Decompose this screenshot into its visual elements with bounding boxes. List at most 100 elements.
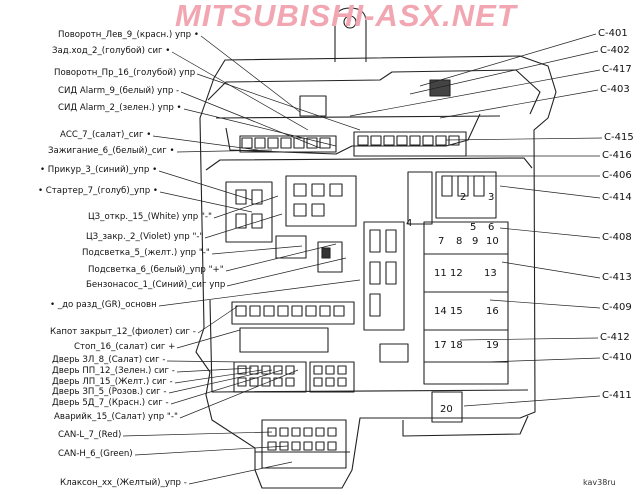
wire-leader-line (188, 461, 293, 485)
fuse-number: 9 (472, 236, 479, 247)
wire-label: • _до разд_(GR)_основн (50, 300, 157, 310)
connector-c410 (309, 361, 355, 393)
relay-mid (285, 175, 357, 227)
connector-label: C-413 (602, 272, 632, 283)
wire-label: СИД Alarm_9_(белый) упр - (58, 86, 180, 96)
credit-text: kav38ru (583, 478, 616, 487)
connector-label: C-415 (604, 132, 634, 143)
wire-label: CAN-H_6_(Green) (58, 449, 133, 459)
fuse-number: 17 (434, 340, 447, 351)
fuse-number: 3 (488, 192, 495, 203)
wire-leader-line (197, 305, 239, 334)
connector-leader-line (459, 337, 599, 341)
wire-label: Дверь 5Д_7_(Красн.) сиг - (52, 398, 169, 408)
connector-label: C-401 (598, 28, 628, 39)
wire-label: Дверь ЗЛ_8_(Салат) сиг - (52, 355, 166, 365)
wire-label: Стоп_16_(салат) сиг + (74, 342, 176, 352)
fuse-number: 13 (484, 268, 497, 279)
mounting-hole (343, 15, 357, 29)
wire-leader-line (122, 431, 273, 437)
wire-label: Дверь ПП_12_(Зелен.) сиг - (52, 366, 175, 376)
wire-leader-line (171, 51, 309, 131)
wire-leader-line (174, 369, 263, 384)
wire-leader-line (170, 369, 283, 405)
wire-leader-line (179, 369, 299, 419)
connector-label: C-406 (602, 170, 632, 181)
fuse-number: 4 (406, 218, 413, 229)
wire-leader-line (176, 367, 253, 373)
wire-leader-line (158, 279, 361, 307)
watermark: MITSUBISHI-ASX.NET (175, 0, 517, 33)
wire-leader-line (183, 108, 337, 147)
relay-4 (407, 171, 433, 225)
connector-label: C-409 (602, 302, 632, 313)
wire-leader-line (213, 195, 279, 219)
wire-label: Подсветка_5_(желт.) упр "-" (82, 248, 210, 258)
wire-leader-line (134, 445, 289, 456)
connector-leader-line (409, 50, 599, 95)
connector-leader-line (499, 227, 601, 239)
connector-label: C-402 (600, 45, 630, 56)
connector-leader-line (445, 137, 603, 141)
wire-label: Клаксон_хх_(Желтый)_упр - (60, 478, 187, 488)
wire-leader-line (168, 369, 273, 394)
wire-leader-line (159, 191, 253, 213)
relay-20 (431, 391, 463, 423)
fuse-number: 16 (486, 306, 499, 317)
wire-leader-line (158, 170, 253, 201)
wire-leader-line (196, 73, 361, 131)
connector-label: C-417 (602, 64, 632, 75)
wire-label: Поворотн_Лев_9_(красн.) упр • (58, 30, 199, 40)
fuse-number: 18 (450, 340, 463, 351)
wire-leader-line (226, 257, 347, 287)
wire-label: Дверь ЗП_5_(Розов.) сиг - (52, 387, 167, 397)
wire-label: Аварийк_15_(Салат) упр "-" (54, 412, 178, 422)
connector-leader-line (485, 357, 601, 363)
fuse-number: 7 (438, 236, 445, 247)
connector-leader-line (349, 69, 601, 117)
connector-leader-line (439, 89, 599, 119)
wire-label: АСС_7_(салат)_сиг • (60, 130, 152, 140)
relay-left (225, 181, 273, 243)
fuse-number: 8 (456, 236, 463, 247)
fuse-number: 2 (460, 192, 467, 203)
connector-leader-line (419, 33, 597, 87)
wire-label: Бензонасос_1_(Синий)_сиг упр (86, 280, 226, 290)
fuse-number: 15 (450, 306, 463, 317)
connector-label: C-410 (602, 352, 632, 363)
connector-label: C-408 (602, 232, 632, 243)
fuse-number: 12 (450, 268, 463, 279)
relay-fuel-pump (317, 241, 343, 273)
connector-label: C-403 (600, 84, 630, 95)
wire-leader-line (200, 35, 301, 113)
wire-leader-line (211, 245, 303, 255)
fuse-number: 6 (488, 222, 495, 233)
wire-leader-line (204, 213, 283, 239)
wire-leader-line (152, 135, 259, 151)
wire-label: CAN-L_7_(Red) (58, 430, 122, 440)
fuse-number: 14 (434, 306, 447, 317)
wire-leader-line (225, 243, 337, 272)
connector-lower-left (231, 301, 355, 325)
fuse-number: 10 (486, 236, 499, 247)
fuse-box-outline (195, 55, 557, 489)
wire-label: Дверь ЛП_15_(Желт.) сиг - (52, 377, 173, 387)
wire-leader-line (176, 329, 241, 349)
wire-label: Капот закрыт_12_(фиолет) сиг - (50, 327, 196, 337)
fuse-grid (423, 221, 509, 385)
wire-leader-line (180, 91, 321, 149)
connector-label: C-414 (602, 192, 632, 203)
wire-label: Зад.ход_2_(голубой) сиг • (52, 46, 171, 56)
connector-label: C-416 (602, 150, 632, 161)
leader-lines (122, 33, 603, 485)
connector-c415 (239, 135, 337, 153)
fuse-number: 20 (440, 404, 453, 415)
fuse-number: 5 (470, 222, 477, 233)
connector-bottom (261, 419, 347, 469)
mounting-bracket (334, 7, 367, 62)
fuse-number: 19 (486, 340, 499, 351)
connector-leader-line (501, 261, 601, 279)
connector-label: C-412 (600, 332, 630, 343)
wire-label: ЦЗ_закр._2_(Violet) упр "-" (86, 232, 204, 242)
